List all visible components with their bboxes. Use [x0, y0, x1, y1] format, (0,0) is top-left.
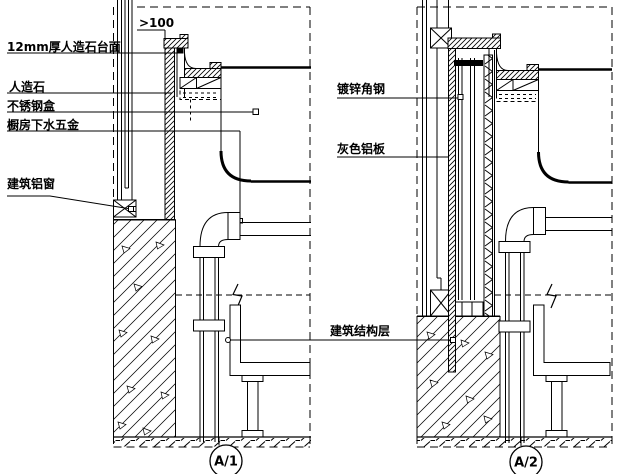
sink-bowl-right: [537, 70, 612, 184]
label-structure-layer: 建筑结构层: [329, 323, 390, 338]
dimension-gap: >100: [139, 16, 174, 30]
concrete-symbols: [426, 331, 494, 430]
label-artificial-stone: 人造石: [9, 79, 45, 94]
counter-assembly-right: [447, 33, 612, 102]
label-countertop: 12mm厚人造石台面: [7, 39, 121, 54]
right-detail-a2: [416, 0, 613, 474]
left-detail-a1: [113, 0, 311, 474]
ground-line-right: [417, 436, 612, 447]
label-stainless-box: 不锈钢盒: [7, 98, 56, 113]
drain-pipes: [193, 212, 311, 442]
drain-leader: [237, 131, 243, 224]
gap-dimension: [137, 29, 166, 114]
label-galvanized-angle: 镀锌角钢: [337, 81, 385, 96]
drain-pipes-right: [498, 207, 612, 443]
cladding-assembly: [448, 39, 495, 373]
label-drain-hardware: 橱房下水五金: [7, 117, 80, 132]
concrete-structure: [416, 315, 501, 438]
ground-line: [113, 436, 311, 447]
section-marker-a2: [509, 437, 543, 474]
break-line-right: [495, 283, 612, 309]
break-line: [176, 283, 310, 309]
section-label-a2: A/2: [514, 456, 538, 471]
concrete-symbols: [117, 241, 170, 436]
counter-assembly: [163, 34, 311, 220]
structure-bracket: [229, 304, 311, 438]
structure-bracket-right: [533, 304, 611, 438]
sink-bowl: [219, 68, 311, 183]
aluminum-window-mullion: [113, 0, 137, 218]
annotations: 12mm厚人造石台面 人造石 不锈钢盒 橱房下水五金 建筑铝窗 镀锌角钢 灰色铝…: [6, 16, 538, 471]
leader-lines: [7, 52, 464, 343]
section-marker-a1: [209, 437, 243, 474]
concrete-sill: [113, 219, 176, 438]
section-label-a1: A/1: [214, 455, 238, 470]
label-gray-panel: 灰色铝板: [337, 141, 386, 156]
label-aluminum-window: 建筑铝窗: [6, 176, 55, 191]
